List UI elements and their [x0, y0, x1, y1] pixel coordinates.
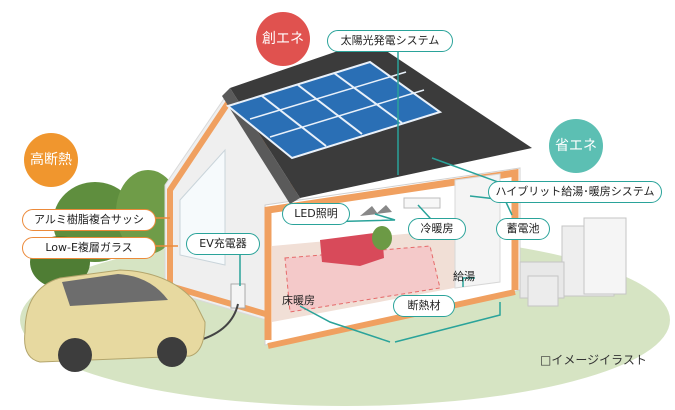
ev-charger-unit — [230, 283, 246, 309]
hybrid-label: ハイブリット給湯･暖房システム — [488, 181, 662, 203]
solar-label: 太陽光発電システム — [327, 30, 453, 52]
led-label: LED照明 — [282, 203, 350, 225]
cooling-heating-label: 冷暖房 — [408, 218, 466, 240]
led-light — [376, 205, 392, 214]
air-conditioner — [403, 197, 441, 209]
car-windshield — [62, 274, 168, 306]
car-wheel — [58, 338, 92, 372]
interior-wall — [454, 173, 501, 289]
car-wheel — [157, 337, 187, 367]
charging-cable — [199, 303, 239, 341]
floor-heating-label: 床暖房 — [282, 294, 315, 307]
kou-dannetsu-badge: 高断熱 — [24, 133, 78, 187]
boiler-unit — [583, 217, 627, 295]
battery-unit — [527, 275, 559, 307]
battery-label: 蓄電池 — [496, 218, 550, 240]
image-illustration-caption: □イメージイラスト — [540, 353, 647, 367]
sofa — [320, 232, 384, 266]
aluminum-sash-label: アルミ樹脂複合サッシ — [22, 209, 156, 231]
sho-ene-badge: 省エネ — [549, 119, 603, 173]
floor-heating-area — [284, 245, 441, 313]
floor-insulation — [267, 289, 516, 349]
led-light — [360, 206, 378, 216]
sou-ene-badge: 創エネ — [256, 12, 310, 66]
hot-water-label: 給湯 — [453, 270, 475, 283]
ev-charger-label: EV充電器 — [186, 233, 260, 255]
insulation-label: 断熱材 — [393, 295, 455, 317]
low-e-glass-label: Low-E複層ガラス — [22, 237, 156, 259]
plant — [372, 226, 392, 250]
